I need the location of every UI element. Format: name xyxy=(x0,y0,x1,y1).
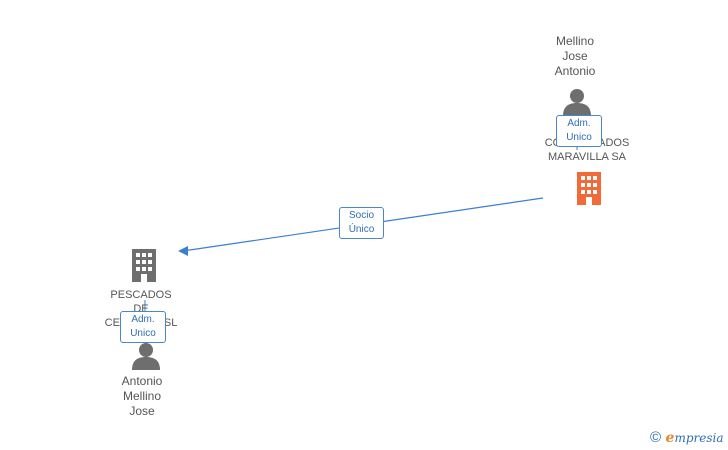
person-top-name[interactable]: Mellino Jose Antonio xyxy=(530,34,620,79)
brand-initial: e xyxy=(665,430,675,446)
company-left-name-line: PESCADOS xyxy=(110,289,172,301)
copyright-icon: © xyxy=(650,429,662,446)
edge-label-line: Único xyxy=(348,224,375,235)
person-icon[interactable] xyxy=(131,342,161,370)
person-bottom-name-line: Jose xyxy=(129,404,155,418)
person-top-name-line: Mellino xyxy=(555,34,594,48)
building-icon[interactable] xyxy=(129,248,159,282)
brand-logo: © empresia xyxy=(650,429,724,447)
person-bottom-name-line: Antonio xyxy=(121,374,163,388)
edge-label-adm-bottom[interactable]: Adm. Unico xyxy=(120,311,166,343)
edge-label-socio[interactable]: Socio Único xyxy=(339,207,384,239)
edge-label-adm-top[interactable]: Adm. Unico xyxy=(556,115,602,147)
edge-label-line: Adm. xyxy=(567,118,591,129)
company-top-name-line: MARAVILLA SA xyxy=(547,151,627,163)
person-top-name-line: Antonio xyxy=(554,64,596,78)
person-bottom-name[interactable]: Antonio Mellino Jose xyxy=(97,374,187,419)
edge-label-line: Unico xyxy=(566,132,592,143)
person-bottom-name-line: Mellino xyxy=(122,389,161,403)
edge-label-line: Socio xyxy=(348,210,374,221)
edge-label-line: Unico xyxy=(130,328,156,339)
arrowhead-icon xyxy=(178,246,188,256)
building-icon[interactable] xyxy=(574,171,604,205)
person-top-name-line: Jose xyxy=(562,49,588,63)
person-icon[interactable] xyxy=(562,88,592,116)
edge-label-line: Adm. xyxy=(131,314,155,325)
brand-name: mpresia xyxy=(674,431,724,445)
